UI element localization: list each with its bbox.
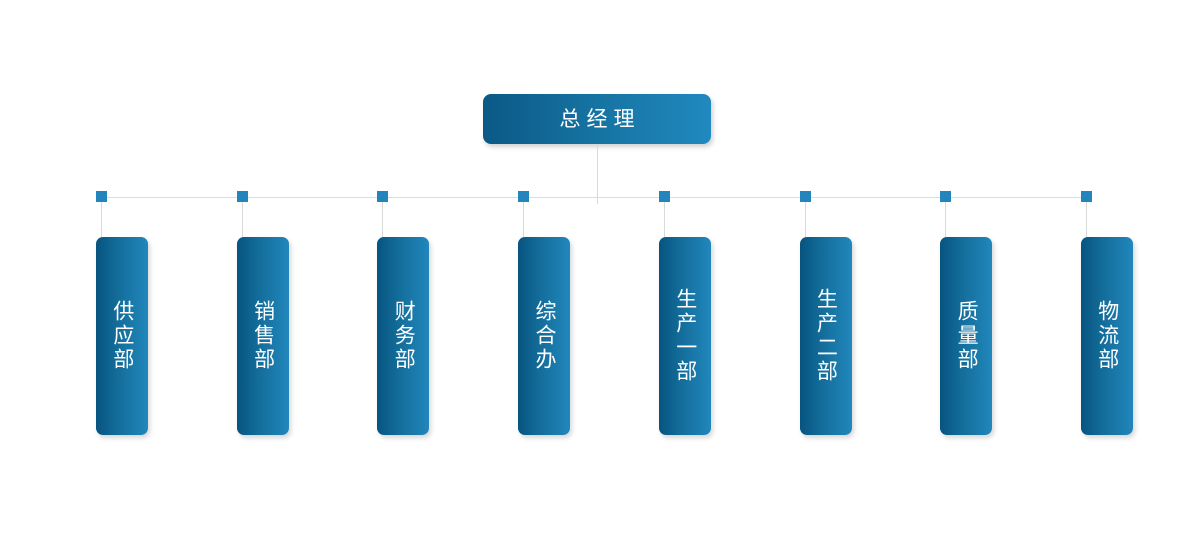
connector-stem-line	[241, 202, 243, 245]
org-node-label: 综合办	[533, 300, 557, 372]
org-node-label: 供应部	[110, 300, 135, 372]
connector-trunk-line	[597, 144, 598, 204]
connector-stem-line	[382, 202, 384, 245]
org-node-finance-department[interactable]: 财务部	[377, 237, 430, 435]
org-node-label: 质量部	[955, 300, 980, 372]
org-node-label: 财务部	[392, 300, 417, 372]
org-node-quality-department[interactable]: 质量部	[940, 237, 993, 435]
connector-node-square	[518, 191, 530, 202]
connector-node-square	[236, 191, 248, 202]
connector-stem-line	[945, 202, 947, 245]
connector-stem-line	[663, 202, 665, 245]
org-node-label: 生产一部	[673, 288, 698, 384]
connector-node-square	[940, 191, 952, 202]
org-node-supply-department[interactable]: 供应部	[96, 237, 148, 435]
org-node-label: 物流部	[1095, 300, 1120, 372]
org-node-general-manager[interactable]: 总经理	[483, 94, 711, 144]
connector-node-square	[1080, 191, 1092, 202]
connector-stem-line	[101, 202, 102, 245]
connector-node-square	[799, 191, 811, 202]
org-node-label: 总经理	[559, 106, 641, 131]
connector-node-square	[658, 191, 670, 202]
connector-node-square	[96, 191, 107, 202]
org-node-label: 生产二部	[814, 288, 839, 384]
org-node-sales-department[interactable]: 销售部	[236, 237, 289, 435]
org-node-label: 销售部	[251, 300, 276, 372]
connector-stem-line	[804, 202, 806, 245]
connector-stem-line	[523, 202, 525, 245]
org-node-production-department-1[interactable]: 生产一部	[658, 237, 711, 435]
connector-stem-line	[1085, 202, 1087, 245]
connector-bus-line	[101, 197, 1091, 198]
org-node-general-affairs-office[interactable]: 综合办	[518, 237, 571, 435]
org-node-logistics-department[interactable]: 物流部	[1080, 237, 1133, 435]
connector-node-square	[377, 191, 389, 202]
org-node-production-department-2[interactable]: 生产二部	[799, 237, 852, 435]
